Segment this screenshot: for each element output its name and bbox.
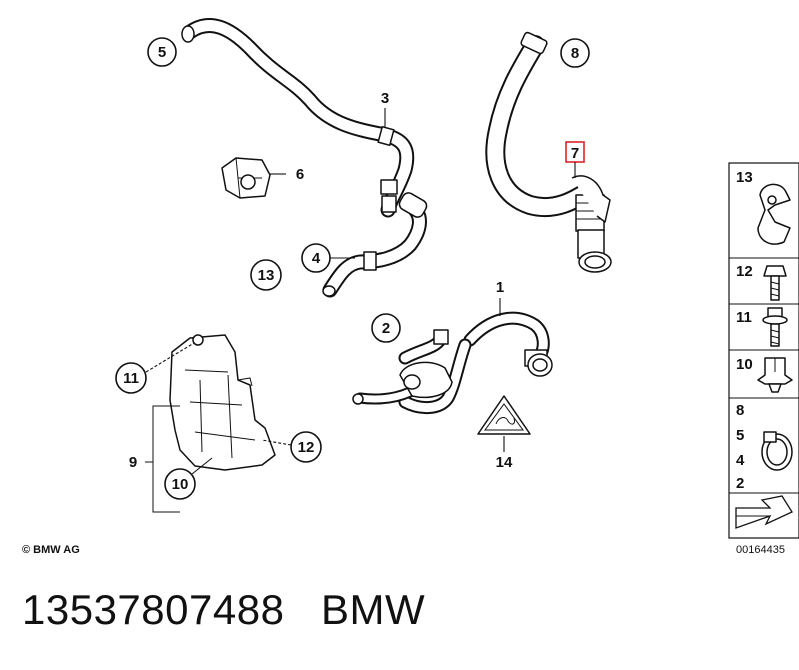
- side-label-13: 13: [736, 169, 753, 186]
- callout-2-label: 2: [382, 320, 390, 337]
- callout-9: 9: [129, 454, 137, 471]
- footer: 13537807488 BMW: [22, 586, 425, 634]
- side-label-10: 10: [736, 356, 753, 373]
- side-label-8: 8: [736, 402, 744, 419]
- side-item-10: 10: [736, 356, 793, 393]
- callout-7-label: 7: [571, 145, 579, 162]
- callout-14: 14: [496, 436, 513, 471]
- callout-13: 13: [250, 259, 282, 291]
- callout-8: 8: [560, 38, 590, 68]
- side-item-clamp: 8 5 4 2: [736, 402, 793, 492]
- callout-5-label: 5: [158, 44, 166, 61]
- hose-part-7: [571, 175, 612, 273]
- warning-triangle-part-14: [477, 395, 531, 435]
- callout-7: 7: [565, 141, 585, 178]
- callout-3: 3: [381, 90, 389, 128]
- side-label-11: 11: [736, 309, 752, 326]
- side-label-5: 5: [736, 427, 744, 444]
- callout-4: 4: [301, 243, 355, 273]
- callout-6-label: 6: [296, 166, 304, 183]
- callout-12: 12: [261, 431, 322, 463]
- side-item-11: 11: [736, 307, 788, 347]
- callout-3-label: 3: [381, 90, 389, 107]
- callout-1: 1: [496, 279, 504, 316]
- side-label-4: 4: [736, 452, 745, 469]
- callout-9-label: 9: [129, 454, 137, 471]
- callout-2: 2: [371, 313, 401, 343]
- clip-part-6: [221, 157, 271, 199]
- callout-10-label: 10: [172, 476, 189, 493]
- side-item-13: 13: [736, 169, 791, 245]
- bracket-line-9: [145, 405, 180, 513]
- callout-8-label: 8: [571, 45, 579, 62]
- side-item-12: 12: [736, 263, 787, 301]
- hose-part-8: [485, 31, 600, 218]
- brand-name: BMW: [320, 586, 426, 633]
- valve-part-2: [398, 329, 453, 399]
- callout-5: 5: [147, 37, 177, 67]
- arrow-symbol: [735, 495, 793, 529]
- callout-12-label: 12: [298, 439, 315, 456]
- copyright-text: © BMW AG: [22, 544, 80, 556]
- callout-14-label: 14: [496, 454, 513, 471]
- side-label-12: 12: [736, 263, 753, 280]
- callout-11: 11: [115, 342, 195, 394]
- hose-assembly-part-1: [352, 311, 553, 414]
- side-parts-panel: 13 12 11 10 8 5 4 2: [728, 162, 799, 556]
- callout-1-label: 1: [496, 279, 504, 296]
- part-number: 13537807488: [22, 586, 285, 633]
- callout-4-label: 4: [312, 250, 321, 267]
- heat-shield-part-9: [169, 334, 276, 471]
- hose-part-4: [322, 192, 428, 298]
- callout-13-label: 13: [258, 267, 275, 284]
- callout-11-label: 11: [123, 370, 139, 387]
- hose-part-3: [181, 18, 415, 218]
- callout-6: 6: [270, 166, 304, 183]
- side-label-2: 2: [736, 475, 744, 492]
- document-number: 00164435: [736, 544, 785, 556]
- callout-10: 10: [164, 457, 213, 500]
